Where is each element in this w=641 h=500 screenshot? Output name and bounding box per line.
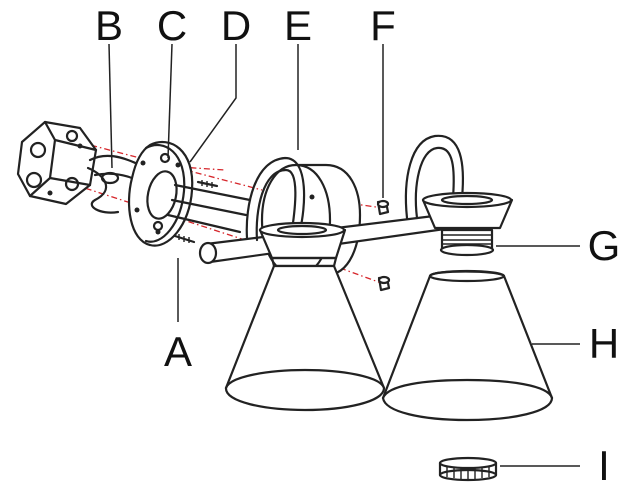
label-h: H [589, 320, 619, 367]
leader-c [167, 43, 173, 159]
screw-lower [173, 234, 196, 244]
label-e: E [284, 2, 312, 49]
label-c: C [157, 2, 187, 49]
leader-lines [108, 43, 580, 467]
right-arm [404, 134, 465, 220]
label-f: F [370, 2, 396, 49]
pin-upper [376, 199, 390, 216]
label-a: A [164, 328, 192, 375]
label-d: D [221, 2, 251, 49]
left-arm [245, 156, 306, 242]
junction-box [16, 120, 98, 206]
mounting-rods [166, 183, 252, 234]
right-shade-h [381, 269, 554, 422]
socket-thread-g [439, 228, 495, 257]
label-g: G [588, 222, 621, 269]
leader-b [108, 43, 113, 169]
screw-upper [196, 180, 219, 188]
ring-nut-i [438, 456, 498, 482]
pin-lower [377, 275, 391, 292]
label-b: B [95, 2, 123, 49]
left-shade [224, 264, 386, 412]
leader-d [189, 44, 237, 163]
label-i: I [598, 442, 610, 489]
right-socket-cup [421, 191, 514, 230]
mounting-plate [127, 140, 194, 247]
